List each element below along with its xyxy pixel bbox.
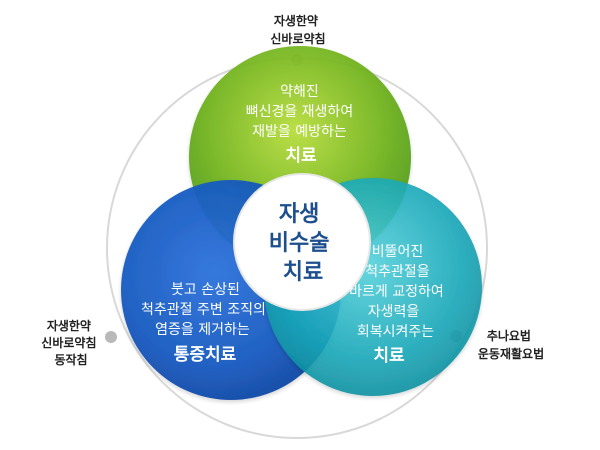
left-connector-dot xyxy=(105,331,117,343)
left-outer-label: 자생한약 신바로약침 동작침 xyxy=(41,318,100,367)
teal-circle-line3: 바르게 교정하여 xyxy=(349,284,444,300)
top-outer-label-line2: 신바로약침 xyxy=(270,31,325,46)
teal-circle-line5: 회복시켜주는 xyxy=(357,324,434,340)
green-circle-emphasis: 치료 xyxy=(285,146,317,166)
left-outer-label-line2: 신바로약침 xyxy=(41,335,96,350)
right-outer-label: 추나요법 운동재활요법 xyxy=(478,328,544,361)
teal-circle-emphasis: 치료 xyxy=(373,346,405,366)
left-outer-label-line3: 동작침 xyxy=(54,352,87,367)
right-outer-label-line2: 운동재활요법 xyxy=(478,346,544,361)
green-circle-line1: 약해진 xyxy=(280,84,319,100)
center-title-line1: 자생 xyxy=(279,202,319,227)
center-title: 자생 비수술 치료 xyxy=(269,202,337,285)
blue-circle-emphasis: 통증치료 xyxy=(174,345,237,365)
center-title-line2: 비수술 xyxy=(269,231,330,256)
top-outer-label: 자생한약 신바로약침 xyxy=(270,13,325,46)
teal-circle-line1: 비뚤어진 xyxy=(372,244,424,260)
blue-circle-line3: 염증을 제거하는 xyxy=(155,322,250,338)
right-outer-label-line1: 추나요법 xyxy=(487,328,531,343)
center-title-line3: 치료 xyxy=(283,260,323,285)
green-circle-line3: 재발을 예방하는 xyxy=(252,124,347,140)
teal-circle-line4: 자생력을 xyxy=(368,304,420,320)
blue-circle-text: 붓고 손상된 척추관절 주변 조직의 염증을 제거하는 통증치료 xyxy=(141,279,271,365)
center-circle xyxy=(233,173,371,311)
green-circle-text: 약해진 뼈신경을 재생하여 재발을 예방하는 치료 xyxy=(246,81,359,166)
teal-circle-line2: 척추관절을 xyxy=(365,264,430,280)
teal-circle-text: 비뚤어진 척추관절을 바르게 교정하여 자생력을 회복시켜주는 치료 xyxy=(349,241,449,366)
top-outer-label-line1: 자생한약 xyxy=(274,13,318,28)
blue-circle-line1: 붓고 손상된 xyxy=(171,282,240,298)
blue-circle-line2: 척추관절 주변 조직의 xyxy=(141,302,266,318)
left-outer-label-line1: 자생한약 xyxy=(47,318,91,333)
green-circle-line2: 뼈신경을 재생하여 xyxy=(246,104,354,120)
